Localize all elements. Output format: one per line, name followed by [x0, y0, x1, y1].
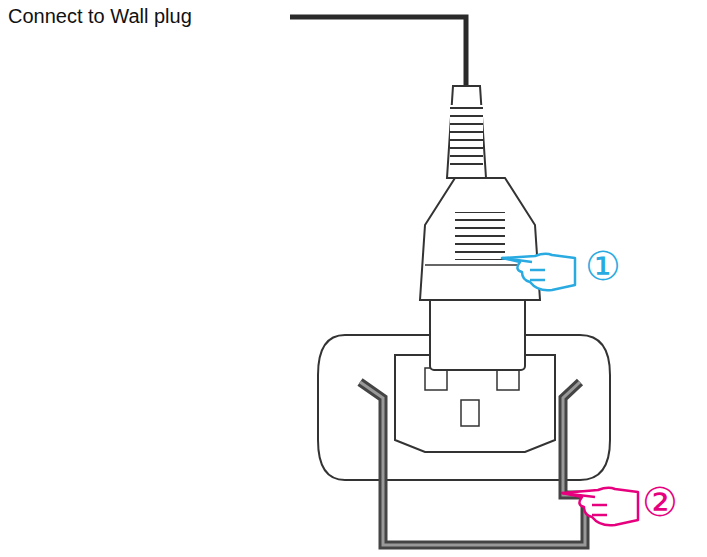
grip-ridges — [455, 212, 505, 260]
bracket-clip — [360, 382, 585, 545]
cable — [290, 17, 466, 86]
pointing-hand — [502, 254, 575, 291]
plug-body — [420, 178, 540, 300]
strain-relief-ridges — [450, 105, 483, 171]
callout-number: ② — [642, 482, 678, 522]
pin — [497, 368, 519, 390]
pin — [461, 400, 479, 426]
cable-label: Connect to Wall plug — [8, 6, 192, 26]
bracket-clip-highlight — [360, 382, 585, 545]
pointing-hand — [562, 488, 638, 526]
strain-relief — [447, 86, 486, 178]
callout-number: ① — [585, 246, 621, 286]
pin — [425, 368, 447, 390]
